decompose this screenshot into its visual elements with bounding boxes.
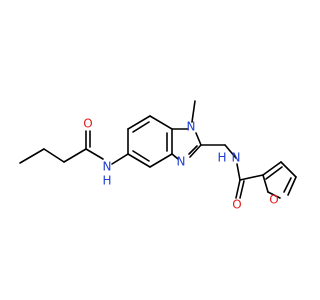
bond-furan-1 bbox=[262, 161, 282, 176]
bond-imid-3 bbox=[189, 144, 202, 158]
atom-h-amide-right: H bbox=[217, 151, 226, 165]
bond-furan-3b bbox=[283, 177, 292, 193]
bond-imid-3b bbox=[188, 145, 198, 155]
bond-nh-right-carbonyl bbox=[236, 163, 241, 181]
bond-benz-3 bbox=[149, 115, 173, 130]
bond-furan-3 bbox=[287, 176, 297, 196]
bond-n-methyl bbox=[191, 100, 196, 123]
atom-o-amide-left: O bbox=[83, 117, 92, 131]
bond-benz-double-3 bbox=[132, 150, 150, 162]
atom-n3-benzimidazole: N bbox=[177, 155, 186, 169]
bond-furan-4 bbox=[267, 191, 281, 199]
atom-o-furan: O bbox=[269, 193, 278, 207]
bond-benz-2 bbox=[127, 115, 151, 130]
bond-benz-5 bbox=[149, 153, 173, 168]
atom-h-amide-left: H bbox=[102, 174, 111, 188]
molecule-canvas: O N H N N N H O O bbox=[19, 100, 297, 212]
atom-n1-benzimidazole: N bbox=[187, 120, 196, 134]
bond-pentyl-1 bbox=[19, 148, 45, 164]
atom-n-amide-right: N bbox=[232, 151, 241, 165]
bond-pentyl-3 bbox=[63, 148, 87, 163]
bond-carbonyl-right-double-b bbox=[239, 180, 245, 199]
chemical-structure: O N H N N N H O O bbox=[19, 100, 297, 212]
bond-imid-4 bbox=[171, 153, 179, 160]
bond-furan-2 bbox=[280, 161, 297, 178]
bond-carbonyl-left-single bbox=[85, 148, 104, 160]
bond-furan-1b bbox=[265, 166, 283, 180]
atom-o-amide-right: O bbox=[232, 198, 241, 212]
bond-imid-2 bbox=[195, 132, 202, 146]
atom-n-amide-left: N bbox=[103, 160, 112, 174]
bond-carbonyl-right-furan bbox=[239, 174, 264, 181]
bond-pentyl-2 bbox=[43, 148, 65, 163]
bond-benz-double-1 bbox=[132, 121, 150, 133]
bond-nh-left-ring bbox=[111, 153, 129, 165]
bond-ethyl-2 bbox=[224, 144, 237, 159]
bond-benz-6 bbox=[127, 153, 151, 168]
bond-carbonyl-right-double-a bbox=[235, 179, 241, 199]
bond-furan-5 bbox=[262, 174, 269, 193]
